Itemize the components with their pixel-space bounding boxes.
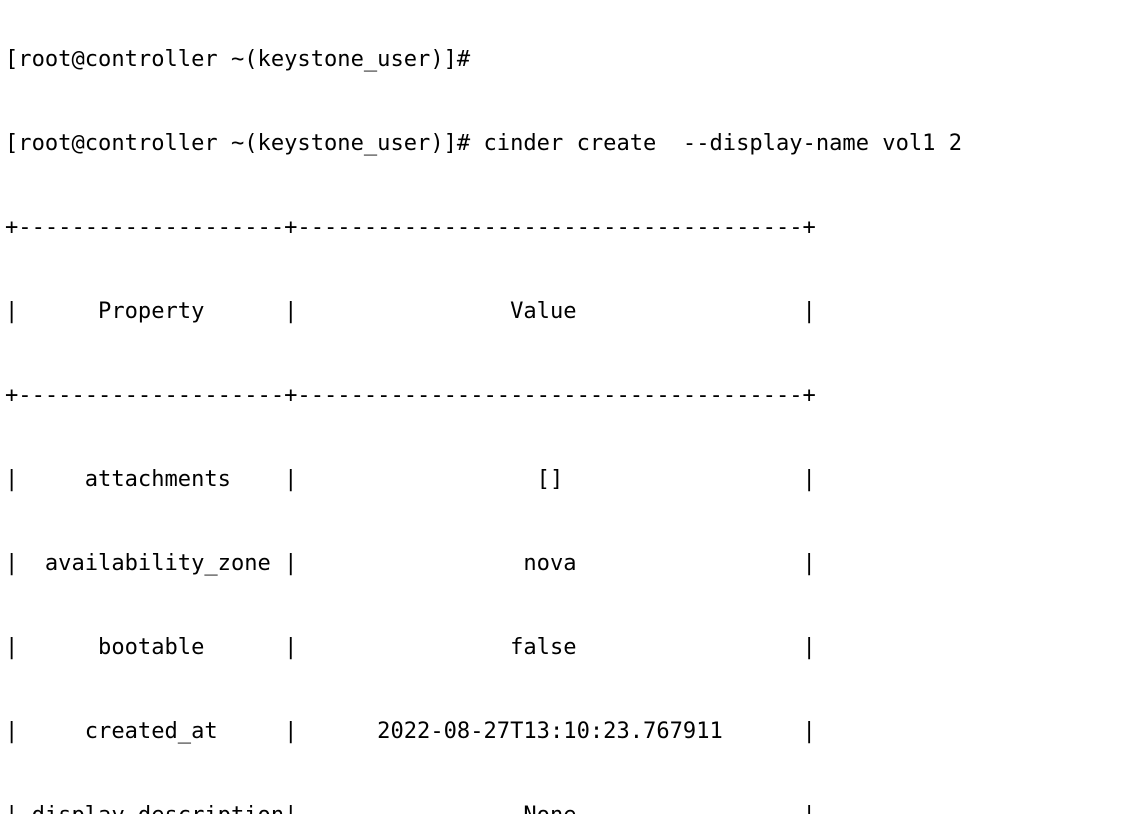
terminal-line: +--------------------+------------------…: [5, 382, 816, 408]
terminal-line: | bootable | false |: [5, 634, 816, 660]
terminal-line: | availability_zone | nova |: [5, 550, 816, 576]
terminal-line: | display_description| None |: [5, 801, 975, 814]
terminal-line: +--------------------+------------------…: [5, 214, 816, 240]
terminal-scroll-buffer: [root@controller ~(keystone_user)]# [roo…: [5, 0, 975, 814]
terminal-line: | Property | Value |: [5, 298, 816, 324]
terminal-line: | created_at | 2022-08-27T13:10:23.76791…: [5, 718, 816, 744]
terminal-line: [root@controller ~(keystone_user)]#: [5, 46, 471, 72]
terminal-command-line-create: [root@controller ~(keystone_user)]# cind…: [5, 130, 963, 156]
terminal-line: | attachments | [] |: [5, 466, 816, 492]
